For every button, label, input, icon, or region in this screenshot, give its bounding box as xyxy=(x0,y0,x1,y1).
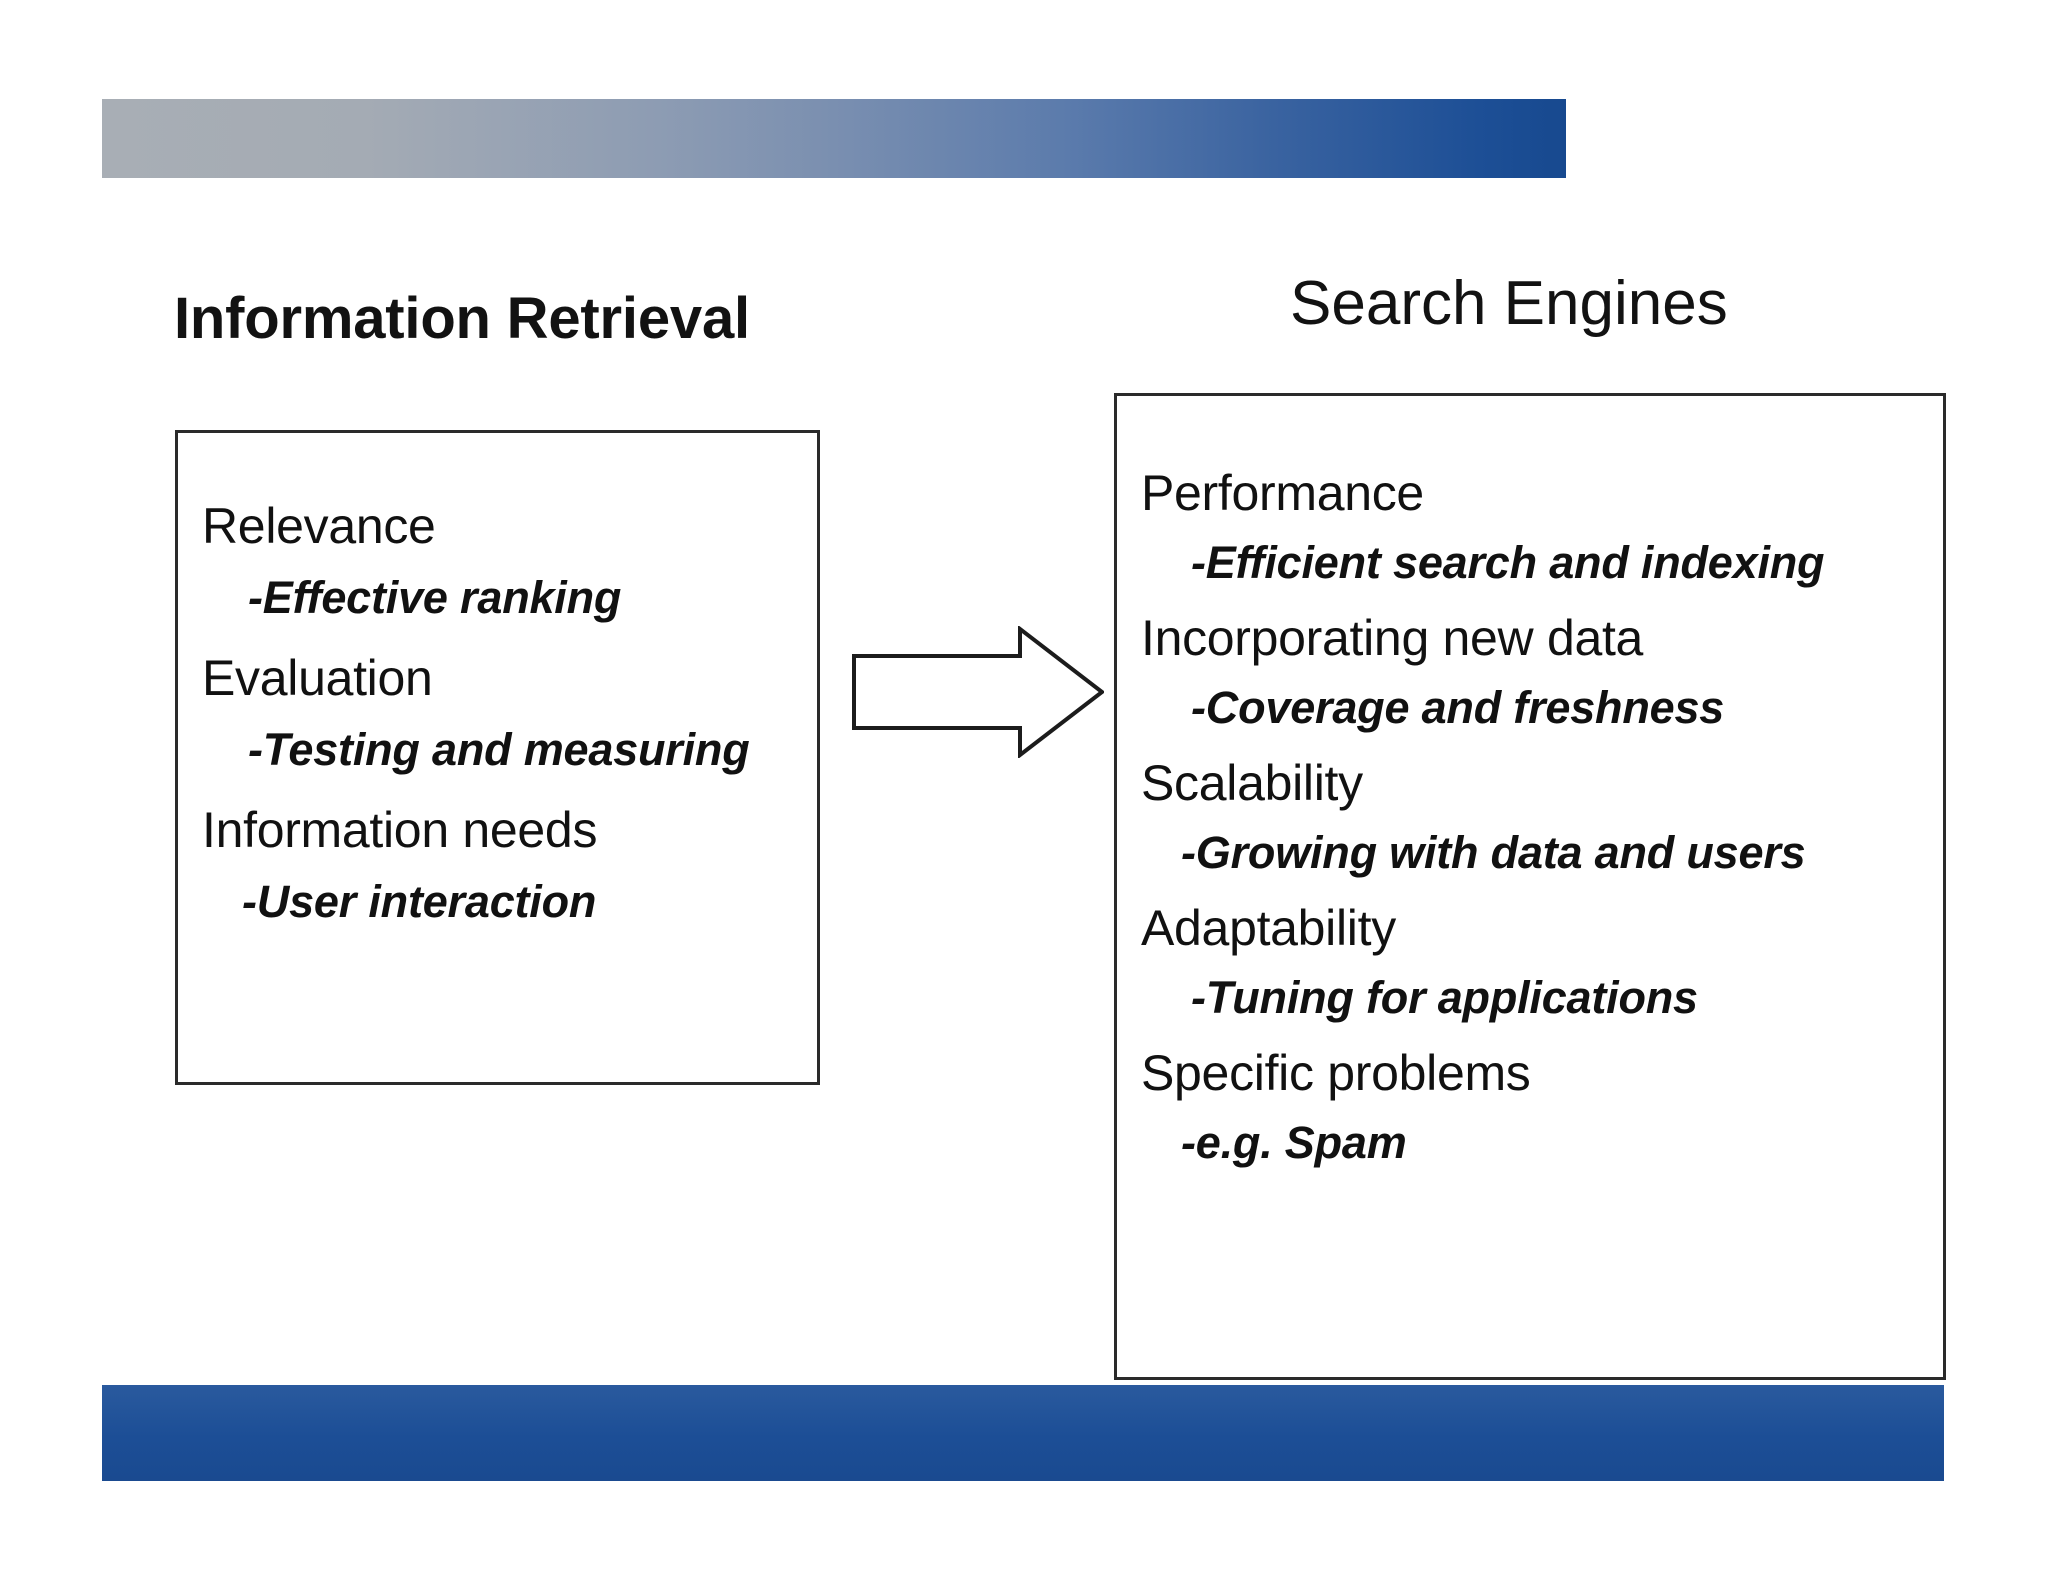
list-item-main: Information needs xyxy=(202,802,598,858)
list-item-main: Specific problems xyxy=(1141,1045,1531,1101)
information-retrieval-list: Relevance -Effective ranking Evaluation … xyxy=(178,501,817,957)
list-item-main: Evaluation xyxy=(202,650,433,706)
list-item-sub: -Effective ranking xyxy=(248,572,622,623)
list-item-sub: -Testing and measuring xyxy=(248,724,750,775)
list-item-sub: -Tuning for applications xyxy=(1191,972,1698,1023)
list-item-sub: -User interaction xyxy=(242,876,597,927)
search-engines-list: Performance -Efficient search and indexi… xyxy=(1117,468,1943,1193)
list-item-main: Relevance xyxy=(202,498,436,554)
list-item-main: Adaptability xyxy=(1141,900,1396,956)
right-arrow-icon xyxy=(852,626,1104,758)
bottom-banner-decoration xyxy=(102,1385,1944,1481)
left-column-heading: Information Retrieval xyxy=(174,286,750,351)
information-retrieval-box: Relevance -Effective ranking Evaluation … xyxy=(175,430,820,1085)
top-banner-decoration xyxy=(102,99,1566,178)
list-item-sub: -e.g. Spam xyxy=(1181,1117,1407,1168)
list-item-main: Incorporating new data xyxy=(1141,610,1644,666)
search-engines-box: Performance -Efficient search and indexi… xyxy=(1114,393,1946,1380)
list-item-sub: -Efficient search and indexing xyxy=(1191,537,1825,588)
transition-arrow xyxy=(852,626,1104,758)
right-column-heading: Search Engines xyxy=(1290,269,1728,338)
list-item-main: Performance xyxy=(1141,465,1424,521)
list-item-sub: -Coverage and freshness xyxy=(1191,682,1725,733)
list-item-main: Scalability xyxy=(1141,755,1363,811)
list-item-sub: -Growing with data and users xyxy=(1181,827,1806,878)
